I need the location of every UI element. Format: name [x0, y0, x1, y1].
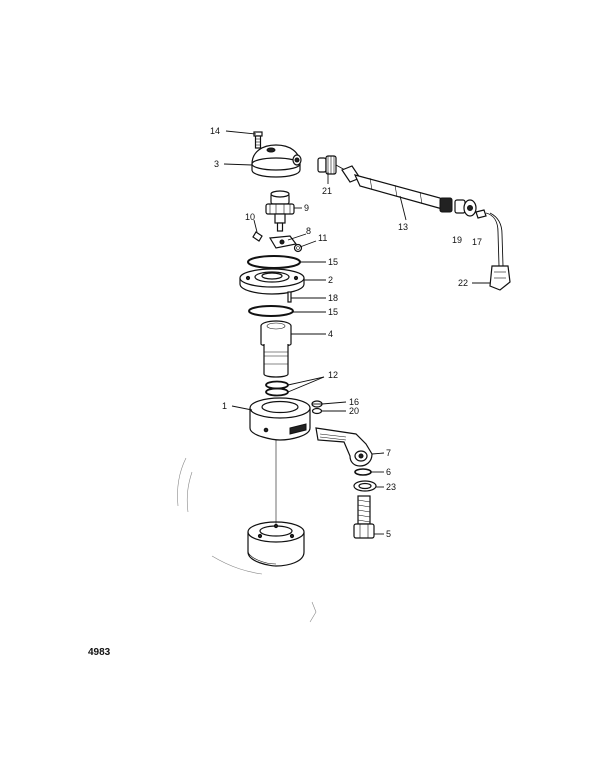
callout-9: 9	[304, 203, 309, 213]
part-housing	[249, 397, 311, 441]
callout-15-upper: 15	[328, 257, 338, 267]
part-cover	[251, 144, 302, 178]
callout-6: 6	[386, 467, 391, 477]
callout-19: 19	[452, 235, 462, 245]
callout-14: 14	[210, 126, 220, 136]
callout-3: 3	[214, 159, 219, 169]
figure-number: 4983	[88, 647, 111, 658]
part-lever-arm	[315, 427, 373, 467]
part-valve	[265, 190, 295, 232]
callout-2: 2	[328, 275, 333, 285]
part-base-ring	[247, 521, 305, 567]
part-screw-small	[311, 400, 323, 408]
part-washer-20	[311, 407, 323, 415]
part-flange	[239, 268, 305, 295]
callout-21: 21	[322, 186, 332, 196]
callout-20: 20	[349, 406, 359, 416]
part-clamp	[268, 235, 298, 249]
part-washer-small	[293, 243, 303, 253]
part-cable-assembly	[317, 155, 511, 291]
callout-16: 16	[349, 397, 359, 407]
callout-12: 12	[328, 370, 338, 380]
part-ring-23	[353, 480, 377, 492]
callout-4: 4	[328, 329, 333, 339]
background-sketch	[177, 457, 317, 623]
part-o-ring-upper	[247, 255, 301, 269]
part-ring-upper	[265, 380, 289, 390]
part-ring-lower	[265, 387, 289, 397]
callout-7: 7	[386, 448, 391, 458]
part-o-ring-lower	[248, 305, 294, 317]
part-dowel-pin	[287, 291, 292, 303]
callout-18: 18	[328, 293, 338, 303]
callout-5: 5	[386, 529, 391, 539]
callout-1: 1	[222, 401, 227, 411]
callout-13: 13	[398, 222, 408, 232]
leader-lines	[223, 130, 490, 535]
callout-10: 10	[245, 212, 255, 222]
part-piston	[260, 320, 292, 378]
callout-11: 11	[318, 233, 327, 243]
callout-15-lower: 15	[328, 307, 338, 317]
part-bolt-5	[353, 495, 375, 539]
callout-8: 8	[306, 226, 311, 236]
part-washer-6	[354, 468, 372, 476]
part-bolt	[253, 131, 263, 149]
callout-23: 23	[386, 482, 396, 492]
callout-22: 22	[458, 278, 468, 288]
callout-17: 17	[472, 237, 482, 247]
part-pin	[252, 231, 263, 242]
